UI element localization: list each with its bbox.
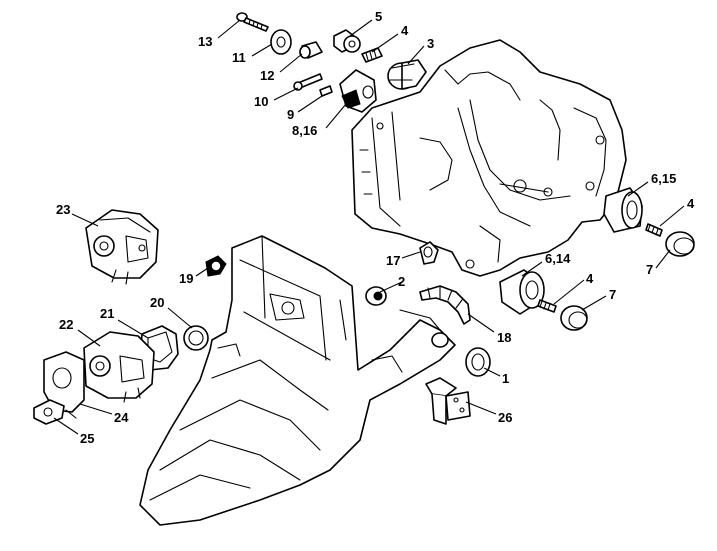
callout-24: 24 (114, 410, 129, 425)
part-4-screw-right (645, 223, 663, 237)
leader-13 (217, 19, 241, 39)
callout-labels: 13 11 12 5 4 3 10 9 8,16 6,15 4 7 23 19 … (56, 9, 695, 446)
part-4-screw-upper (361, 47, 383, 63)
leader-4a (371, 33, 399, 53)
part-7-cap-right (665, 231, 695, 257)
callout-4-middle: 4 (586, 271, 594, 286)
leader-21 (117, 319, 149, 339)
part-26-valve (425, 377, 471, 425)
callout-21: 21 (100, 306, 114, 321)
part-24-plate (43, 351, 85, 419)
part-4-screw-middle (537, 299, 557, 313)
leader-5 (349, 19, 373, 37)
part-2-washer (365, 286, 387, 306)
part-19-grommet (205, 255, 227, 277)
crankcase (351, 39, 627, 277)
leader-4c (659, 205, 685, 227)
callout-10: 10 (254, 94, 268, 109)
part-3-buffer (387, 59, 427, 90)
leader-12 (279, 53, 303, 73)
leader-2 (379, 281, 403, 293)
callout-5: 5 (375, 9, 382, 24)
leader-25 (53, 417, 79, 435)
tank-housing (139, 235, 456, 526)
leader-18 (467, 313, 495, 333)
part-11-washer (270, 29, 292, 55)
callout-22: 22 (59, 317, 73, 332)
callout-18: 18 (497, 330, 511, 345)
part-23-carburetor (85, 209, 159, 285)
callout-4-upper: 4 (401, 23, 409, 38)
leader-9 (297, 95, 323, 113)
part-6-14-buffer (499, 269, 545, 315)
leader-7b (581, 295, 607, 311)
callout-2: 2 (398, 274, 405, 289)
callout-1: 1 (502, 371, 509, 386)
part-17-buffer (419, 241, 439, 265)
part-20-ring (183, 325, 209, 351)
part-1-ring (465, 347, 491, 377)
leader-4b (553, 279, 585, 305)
leader-11 (251, 43, 273, 57)
leader-6-15 (627, 181, 649, 197)
callout-11: 11 (232, 50, 246, 65)
leader-24 (79, 403, 113, 415)
callout-6-15: 6,15 (651, 171, 676, 186)
callout-20: 20 (150, 295, 164, 310)
part-22-carburetor (83, 331, 155, 403)
leader-10 (273, 87, 299, 101)
part-18-hose (419, 285, 471, 325)
callout-9: 9 (287, 107, 294, 122)
part-10-screw (293, 73, 323, 91)
callout-8-16: 8,16 (292, 123, 317, 138)
leader-23 (71, 213, 99, 227)
callout-13: 13 (198, 34, 212, 49)
leader-17 (401, 251, 421, 259)
leader-20 (167, 307, 193, 329)
callout-25: 25 (80, 431, 94, 446)
leader-3 (407, 45, 425, 65)
part-7-cap-middle (560, 305, 588, 331)
part-6-15-buffer (603, 187, 643, 233)
callout-17: 17 (386, 253, 400, 268)
callout-26: 26 (498, 410, 512, 425)
part-13-screw (236, 12, 269, 32)
leader-26 (465, 401, 497, 415)
callout-7-middle: 7 (609, 287, 616, 302)
part-8-16-mount (339, 69, 377, 113)
callout-23: 23 (56, 202, 70, 217)
leader-7a (655, 249, 671, 269)
callout-4-right: 4 (687, 196, 695, 211)
callout-6-14: 6,14 (545, 251, 571, 266)
leader-8-16 (325, 103, 347, 129)
leader-1 (483, 367, 501, 377)
callout-19: 19 (179, 271, 193, 286)
leader-22 (77, 329, 101, 347)
leader-lines (53, 19, 685, 435)
part-12-sleeve (299, 41, 323, 59)
callout-7-right: 7 (646, 262, 653, 277)
callout-12: 12 (260, 68, 274, 83)
callout-3: 3 (427, 36, 434, 51)
part-25-plate (33, 399, 65, 425)
leader-19 (195, 267, 209, 277)
part-5-bushing (333, 29, 361, 53)
leader-6-14 (521, 261, 543, 277)
part-9-pin (319, 85, 333, 97)
